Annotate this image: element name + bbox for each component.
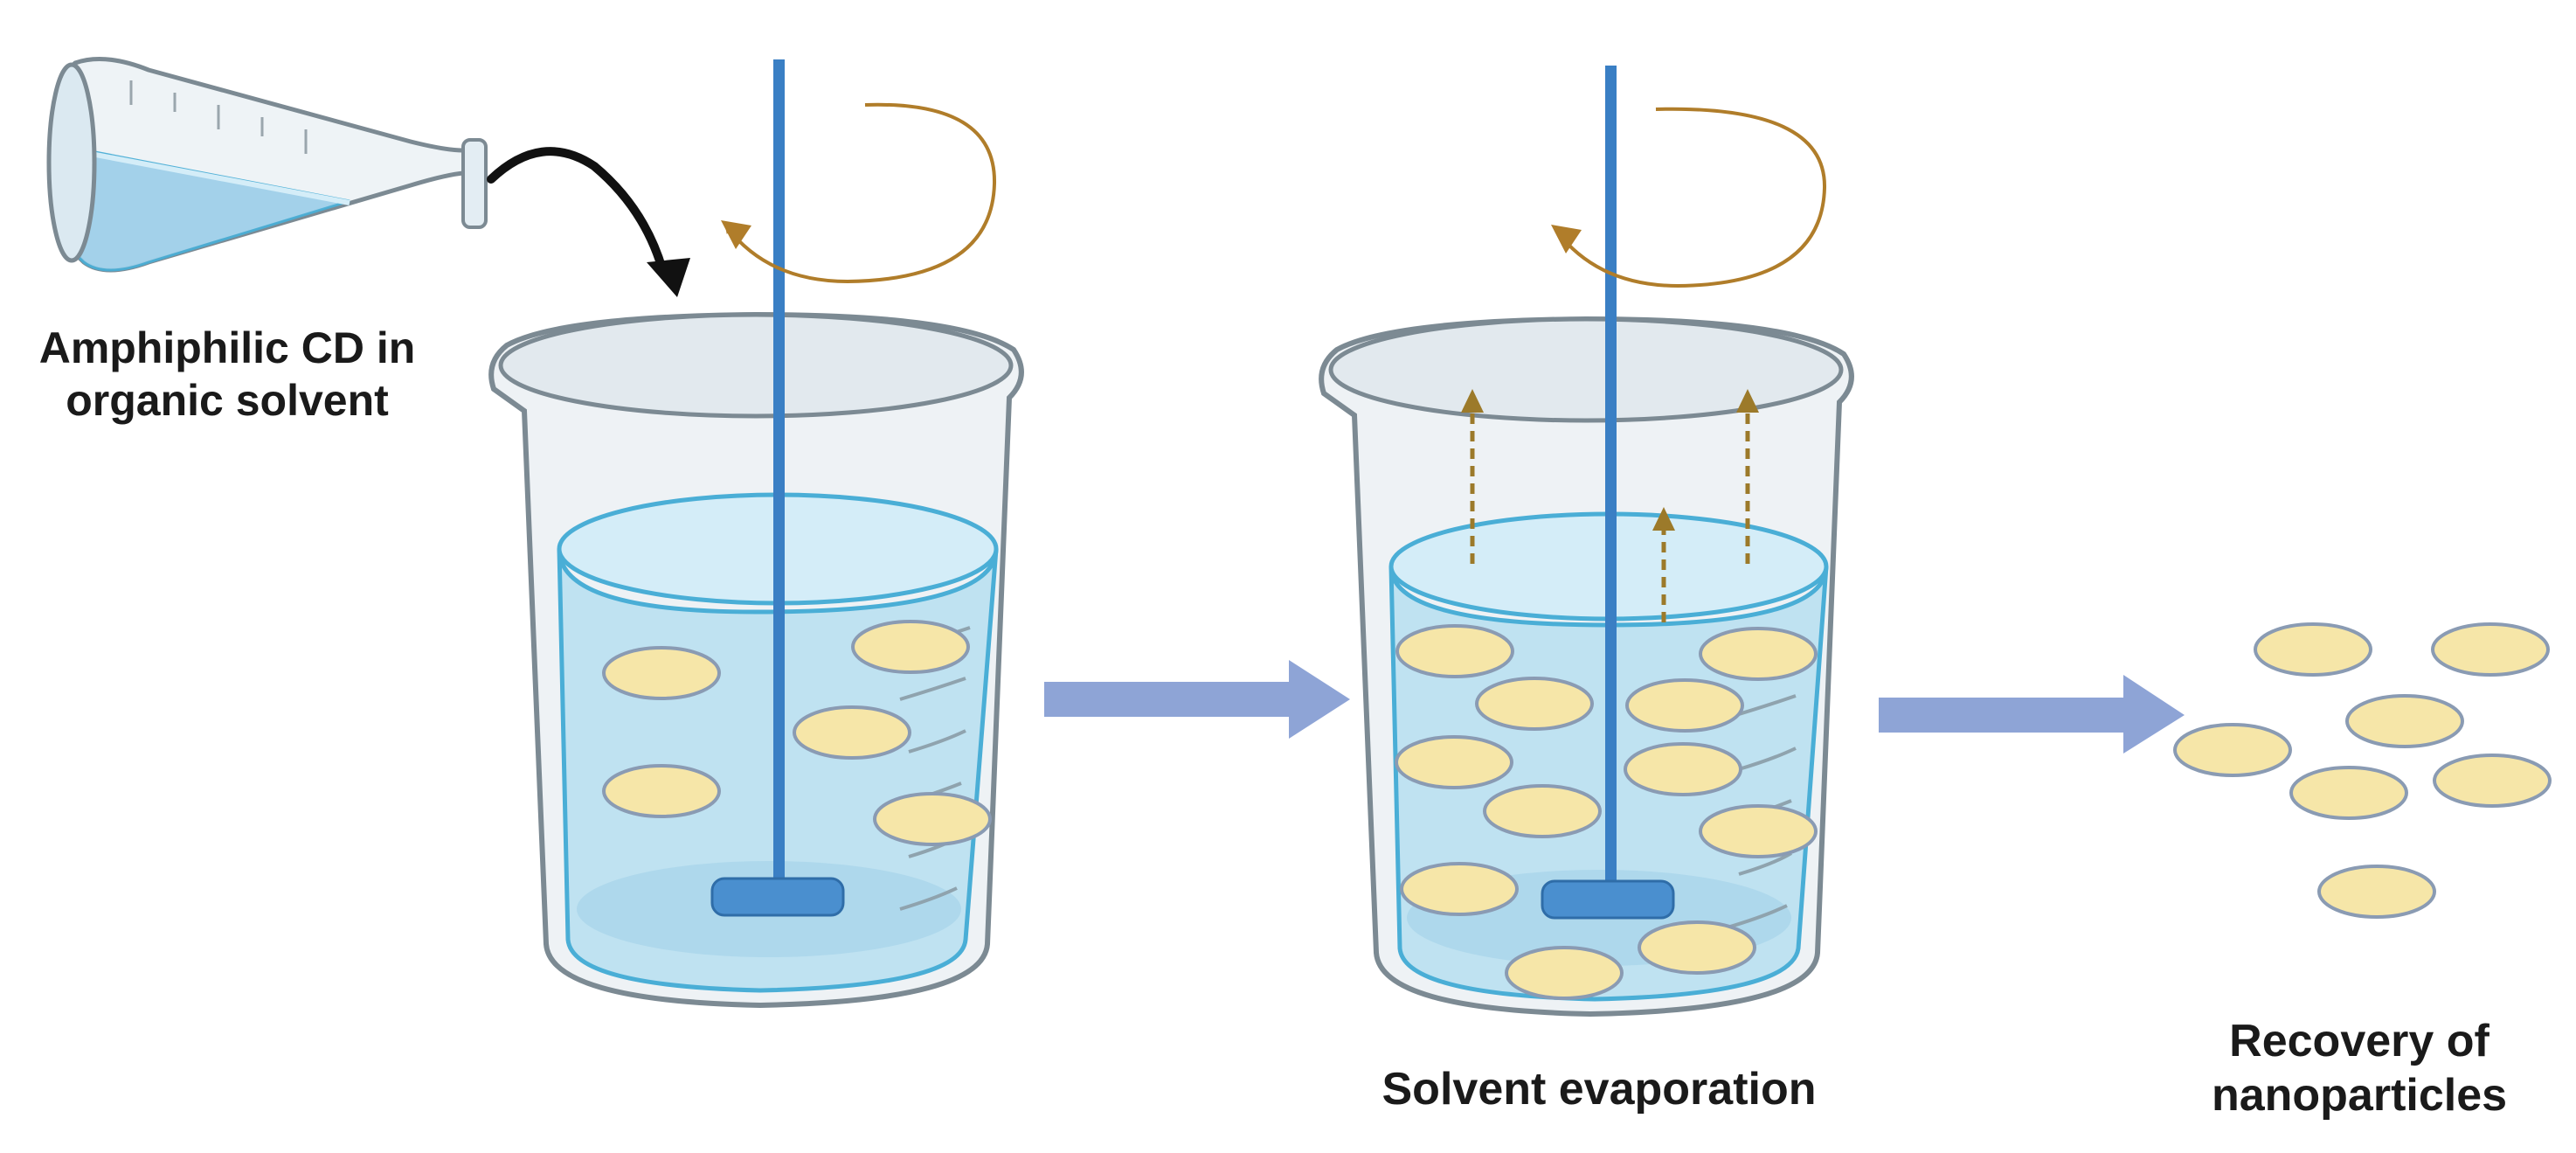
nanoparticle-icon xyxy=(1400,862,1519,916)
vapor-arrow-icon xyxy=(1736,389,1759,564)
erlenmeyer-flask-icon xyxy=(46,57,488,273)
rotation-arrowhead xyxy=(721,220,751,249)
nanoparticle-icon xyxy=(602,646,721,700)
step3-label: Recovery of nanoparticles xyxy=(2158,1014,2560,1123)
nanoparticle-icon xyxy=(1395,735,1513,789)
step2-label: Solvent evaporation xyxy=(1346,1062,1852,1116)
step1-label-line-1: Amphiphilic CD in xyxy=(38,323,416,372)
step3-label-line-2: nanoparticles xyxy=(2211,1070,2508,1122)
nanoparticle-icon xyxy=(1625,678,1744,733)
beaker-2-rim xyxy=(1328,316,1844,423)
flask-base xyxy=(46,62,97,263)
nanoparticle-icon xyxy=(1505,946,1624,1000)
rotation-arrowhead xyxy=(1551,225,1582,254)
step1-label: Amphiphilic CD in organic solvent xyxy=(9,322,446,427)
step2-label-line-1: Solvent evaporation xyxy=(1381,1064,1817,1115)
step3-label-line-1: Recovery of xyxy=(2229,1016,2489,1066)
process-arrow-icon xyxy=(1879,675,2185,754)
nanoparticle-icon xyxy=(2317,865,2436,919)
nanoparticle-icon xyxy=(1475,677,1594,731)
nanoparticle-icon xyxy=(851,620,970,674)
flask-graduations xyxy=(129,80,308,154)
nanoparticle-icon xyxy=(602,764,721,818)
flask-neck xyxy=(461,138,488,229)
pour-arrow-icon xyxy=(487,147,668,280)
nanoparticle-icon xyxy=(2433,754,2552,808)
recovered-nanoparticles xyxy=(2173,622,2552,919)
step1-label-line-2: organic solvent xyxy=(66,376,389,425)
beaker-2-stir-rod xyxy=(1605,66,1617,896)
vapor-arrow-icon xyxy=(1652,507,1675,622)
nanoparticle-icon xyxy=(1624,742,1742,796)
nanoparticle-icon xyxy=(1483,784,1602,838)
pour-arrowhead xyxy=(647,258,690,297)
nanoparticles-beaker-2 xyxy=(1395,624,1818,1000)
flask-liquid-surface xyxy=(53,144,350,205)
nanoparticle-icon xyxy=(2173,723,2292,777)
nanoparticle-icon xyxy=(2345,694,2464,748)
beaker-1-impeller xyxy=(710,877,845,917)
nanoparticle-icon xyxy=(793,705,911,760)
nanoparticle-icon xyxy=(1638,920,1756,975)
rotation-arrow-icon xyxy=(1555,107,1827,288)
vapor-arrows xyxy=(1461,389,1759,622)
process-arrow-icon xyxy=(1044,660,1350,739)
beaker-2-impeller xyxy=(1541,879,1675,920)
beaker-1-rim xyxy=(498,312,1014,419)
nanoparticle-icon xyxy=(2254,622,2372,677)
nanoparticles-beaker-1 xyxy=(602,620,992,846)
nanoparticle-icon xyxy=(873,792,992,846)
rotation-arrow-icon xyxy=(724,102,997,284)
beaker-1-stir-rod xyxy=(773,59,785,890)
vapor-arrow-icon xyxy=(1461,389,1484,564)
nanoparticle-icon xyxy=(1699,804,1818,858)
nanoparticle-icon xyxy=(1699,627,1818,681)
nanoparticle-icon xyxy=(2289,766,2408,820)
nanoparticle-icon xyxy=(1395,624,1514,678)
nanoparticle-icon xyxy=(2431,622,2550,677)
